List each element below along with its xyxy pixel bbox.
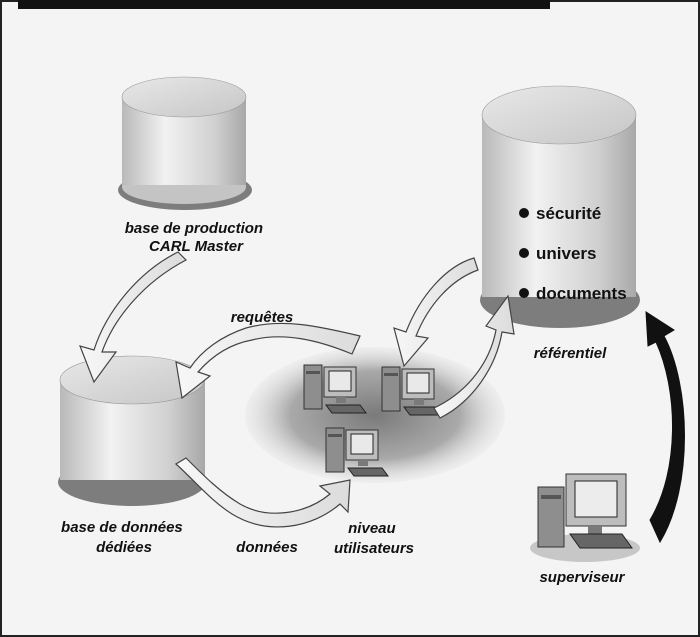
dedicated-db-label: base de données dédiées [61,519,187,556]
bullet-icon [519,248,529,258]
production-database-cylinder [118,76,252,210]
referential-database-cylinder [480,85,640,328]
referential-items: sécurité univers documents [519,204,627,303]
data-arrow [174,457,351,528]
arrow-users-to-referential [433,294,515,419]
arrow-supervisor-to-referential [645,311,685,544]
top-bar [18,0,550,9]
arrow-referential-to-users [393,257,479,368]
user-level-zone [245,347,505,483]
referential-item: sécurité [536,204,601,223]
requests-arrow [175,322,361,400]
bullet-icon [519,288,529,298]
referential-label: référentiel [534,345,607,362]
referential-item: documents [536,284,627,303]
supervisor-computer [530,473,640,562]
data-label: données [236,539,298,556]
user-level-label: niveau utilisateurs [334,520,414,557]
arrow-production-to-dedicated [79,251,188,384]
supervisor-label: superviseur [539,569,625,586]
production-db-label: base de production CARL Master [125,220,268,255]
referential-item: univers [536,244,596,263]
requests-label: requêtes [231,309,294,326]
bullet-icon [519,208,529,218]
